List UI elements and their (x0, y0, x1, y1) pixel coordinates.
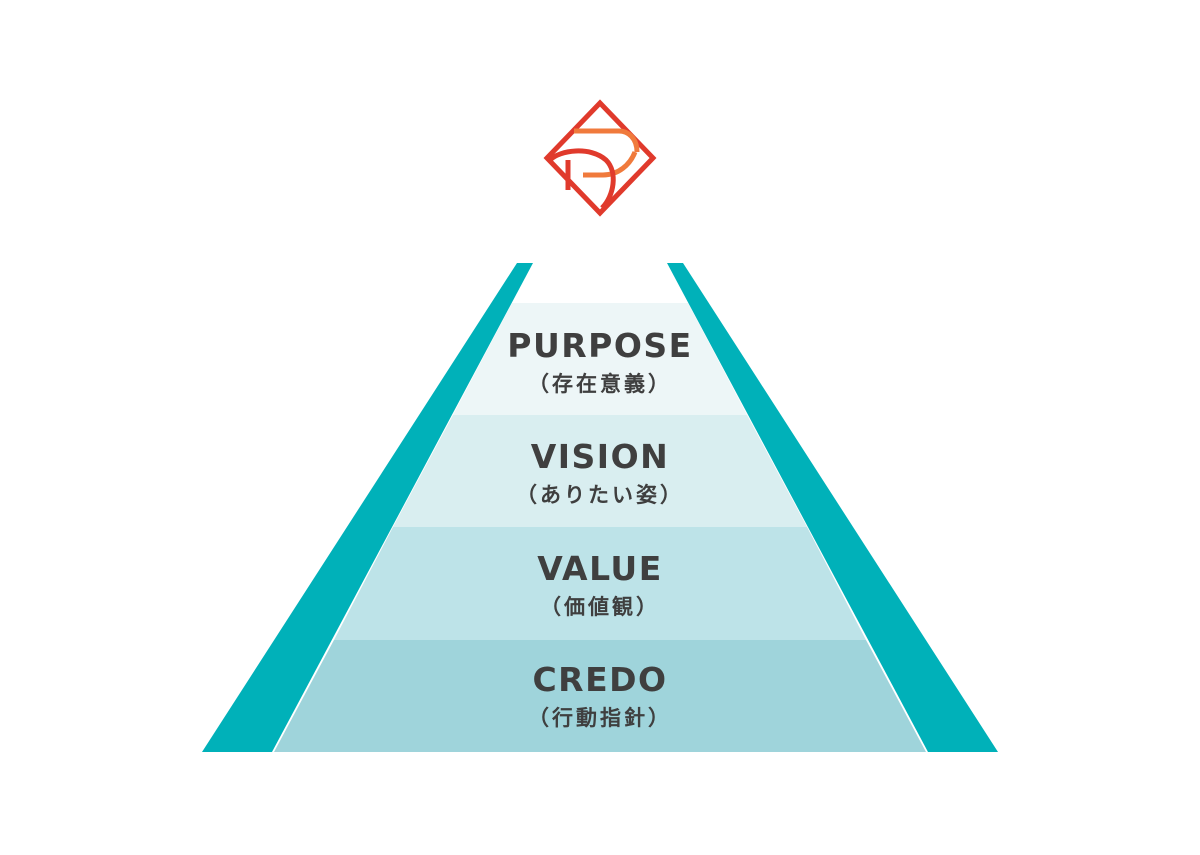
logo-orange-inner (583, 150, 638, 178)
logo-red-curve (548, 148, 616, 210)
level-subtitle-credo: （行動指針） (528, 706, 672, 730)
level-subtitle-purpose: （存在意義） (528, 372, 672, 396)
level-band-value (334, 527, 866, 640)
pyramid-right-edge (667, 263, 998, 752)
level-title-vision: VISION (531, 437, 670, 476)
level-title-purpose: PURPOSE (507, 326, 692, 365)
pyramid-left-edge (202, 263, 533, 752)
level-subtitle-value: （価値観） (540, 595, 660, 619)
level-band-credo (274, 640, 926, 752)
level-band-purpose (453, 303, 747, 415)
diamond-logo-icon (543, 99, 657, 217)
level-band-vision (393, 415, 807, 527)
level-title-credo: CREDO (532, 660, 667, 699)
level-subtitle-vision: （ありたい姿） (516, 483, 684, 507)
logo-orange-stroke (574, 128, 640, 153)
level-title-value: VALUE (537, 549, 663, 588)
